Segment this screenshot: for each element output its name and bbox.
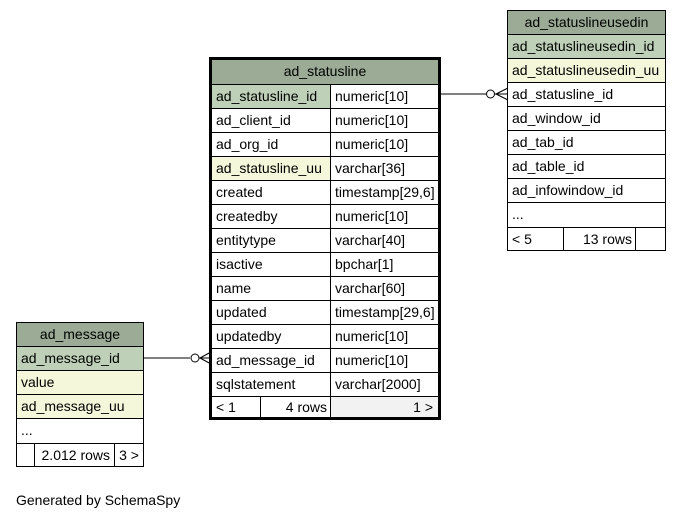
row-count: 2.012 rows (35, 444, 114, 466)
table-footer: < 1 4 rows 1 > (212, 396, 438, 417)
relationship-statusline-to-statuslineusedin (440, 87, 509, 101)
column-row[interactable]: ad_statuslineusedin_id (508, 34, 665, 58)
column-name: ad_statuslineusedin_uu (508, 59, 665, 82)
column-type: numeric[10] (331, 325, 438, 348)
table-title: ad_message (17, 323, 143, 346)
parents-count: < 5 (508, 228, 563, 250)
column-type: numeric[10] (331, 109, 438, 132)
row-count: 13 rows (564, 228, 636, 250)
children-count: 1 > (331, 397, 438, 417)
column-name: ad_infowindow_id (508, 179, 665, 202)
table-footer: < 5 13 rows (508, 227, 665, 250)
column-type: numeric[10] (331, 133, 438, 156)
parents-count: < 1 (212, 397, 260, 417)
column-type: bpchar[1] (331, 253, 438, 276)
table-header: ad_message (17, 323, 143, 346)
table-header: ad_statuslineusedin (508, 11, 665, 34)
column-name: updatedby (212, 325, 330, 348)
table-title: ad_statuslineusedin (508, 11, 665, 34)
column-name: ad_org_id (212, 133, 330, 156)
column-row[interactable]: ad_window_id (508, 106, 665, 130)
column-name: createdby (212, 205, 330, 228)
column-name: ad_message_uu (17, 395, 143, 418)
column-name: name (212, 277, 330, 300)
generated-by-label: Generated by SchemaSpy (16, 492, 181, 508)
column-row[interactable]: ad_table_id (508, 154, 665, 178)
column-type: numeric[10] (331, 349, 438, 372)
column-row[interactable]: ad_statuslineusedin_uu (508, 58, 665, 82)
column-name: ad_statusline_id (508, 83, 665, 106)
column-name: isactive (212, 253, 330, 276)
column-type: numeric[10] (331, 205, 438, 228)
column-row[interactable]: ad_tab_id (508, 130, 665, 154)
column-row[interactable]: ad_infowindow_id (508, 178, 665, 202)
table-footer: 2.012 rows 3 > (17, 443, 143, 466)
table-header: ad_statusline (212, 60, 438, 84)
column-row[interactable]: ... (508, 202, 665, 226)
column-name: ad_client_id (212, 109, 330, 132)
table-ad-statuslineusedin[interactable]: ad_statuslineusedin ad_statuslineusedin_… (507, 10, 666, 251)
column-name: sqlstatement (212, 373, 330, 396)
column-row[interactable]: ad_message_id (17, 346, 143, 370)
column-type: timestamp[29,6] (331, 301, 438, 324)
column-type: timestamp[29,6] (331, 181, 438, 204)
column-name: ... (17, 419, 143, 442)
column-type: numeric[10] (331, 85, 438, 108)
column-name: ad_statuslineusedin_id (508, 35, 665, 58)
column-name: ad_statusline_uu (212, 157, 330, 180)
column-name: updated (212, 301, 330, 324)
column-type: varchar[40] (331, 229, 438, 252)
column-name: ad_statusline_id (212, 85, 330, 108)
table-title: ad_statusline (212, 60, 438, 84)
column-name: ad_tab_id (508, 131, 665, 154)
column-type: varchar[2000] (331, 373, 438, 396)
parents-count (17, 444, 34, 466)
column-name: ad_window_id (508, 107, 665, 130)
column-name: entitytype (212, 229, 330, 252)
children-count: 3 > (115, 444, 143, 466)
column-name: created (212, 181, 330, 204)
column-row[interactable]: ... (17, 418, 143, 442)
column-name: ad_message_id (212, 349, 330, 372)
column-row[interactable]: value (17, 370, 143, 394)
row-count: 4 rows (261, 397, 331, 417)
column-type: varchar[36] (331, 157, 438, 180)
column-name: ad_message_id (17, 347, 143, 370)
relationship-message-to-statusline (144, 351, 212, 365)
children-count (636, 228, 665, 250)
column-type: varchar[60] (331, 277, 438, 300)
column-row[interactable]: ad_message_uu (17, 394, 143, 418)
column-row[interactable]: ad_statusline_id (508, 82, 665, 106)
column-name: value (17, 371, 143, 394)
column-name: ad_table_id (508, 155, 665, 178)
column-name: ... (508, 203, 665, 226)
